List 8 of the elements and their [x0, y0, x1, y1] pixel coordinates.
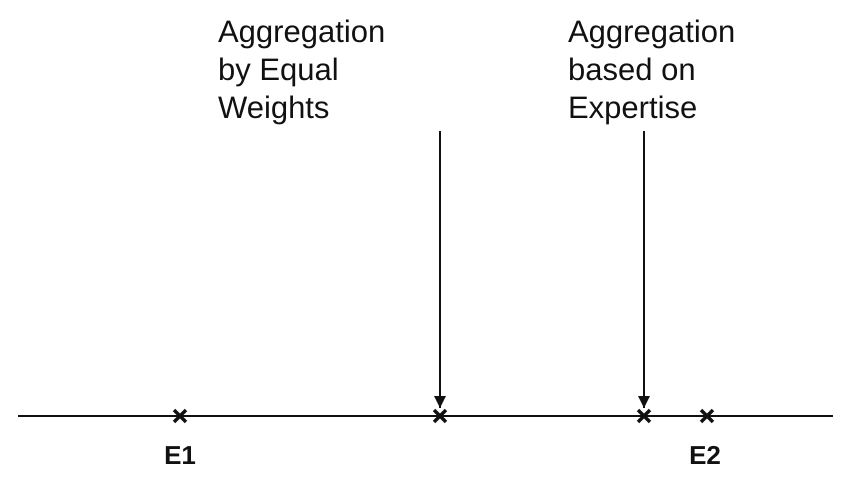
annotation-text: Aggregation based on Expertise: [568, 13, 758, 127]
point-label: E1: [164, 441, 196, 469]
arrow: [434, 131, 446, 408]
point-label: E2: [689, 441, 721, 469]
cross-mark: [432, 408, 448, 424]
cross-mark: [636, 408, 652, 424]
annotation-text: Aggregation by Equal Weights: [218, 13, 421, 127]
arrow: [638, 131, 650, 408]
